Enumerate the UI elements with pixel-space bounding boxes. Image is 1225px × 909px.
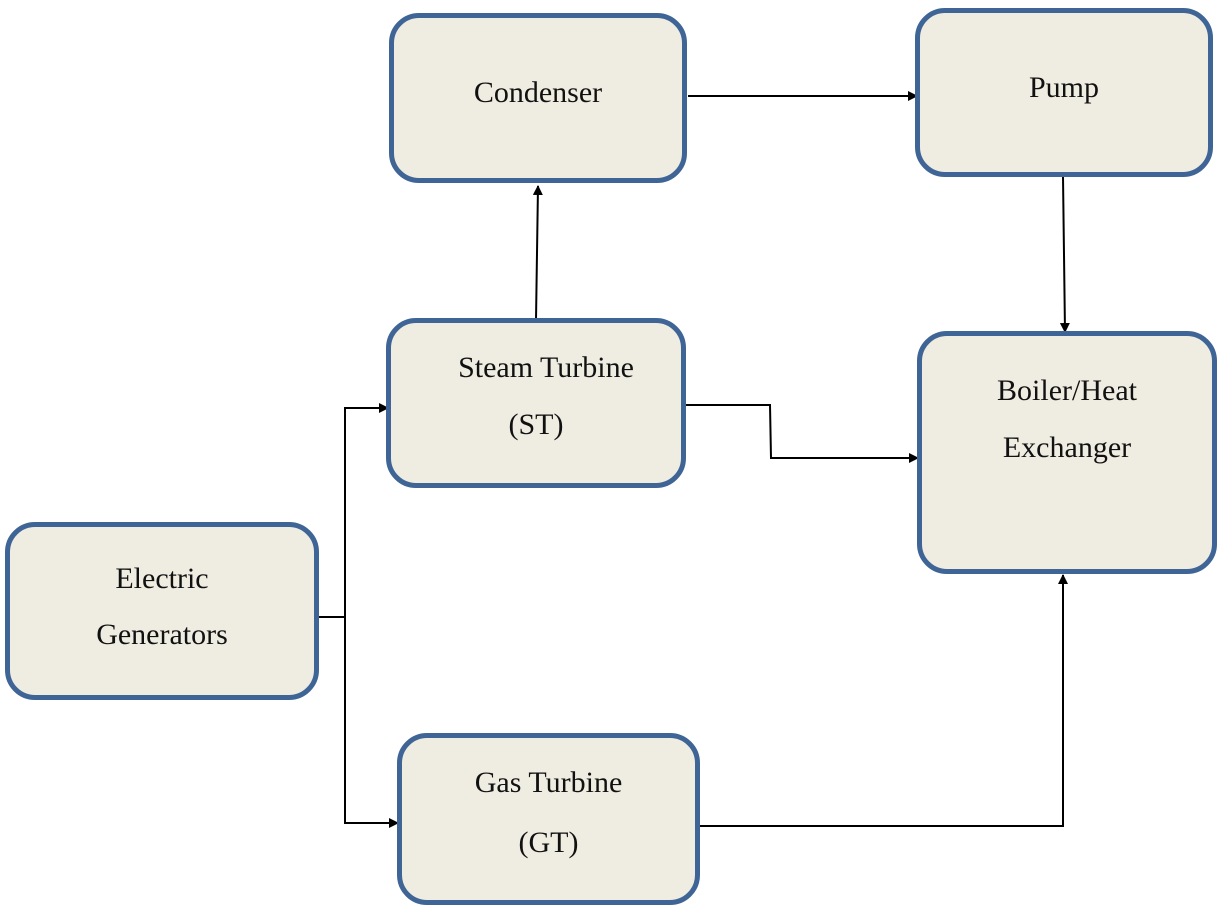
pump-box: Pump — [915, 8, 1213, 177]
arrow-generators-to-steam-turbine — [318, 403, 389, 618]
arrow-pump-to-boiler — [1059, 176, 1070, 333]
condenser-box: Condenser — [389, 13, 687, 183]
boiler-label-line2: Exchanger — [1002, 431, 1132, 464]
steam-turbine-label-line2: (ST) — [508, 408, 564, 441]
boiler-heat-exchanger-box: Boiler/Heat Exchanger — [917, 331, 1217, 574]
arrow-generators-to-gas-turbine — [344, 617, 399, 828]
gas-turbine-label-line2: (GT) — [518, 826, 579, 859]
electric-generators-label-line1: Electric — [115, 562, 209, 595]
condenser-label: Condenser — [473, 76, 603, 109]
gas-turbine-label-line1: Gas Turbine — [474, 766, 623, 799]
boiler-label-line1: Boiler/Heat — [997, 374, 1137, 407]
electric-generators-box: Electric Generators — [5, 522, 319, 700]
steam-turbine-label-line1: Steam Turbine — [458, 351, 634, 384]
arrow-steam-turbine-to-boiler — [686, 404, 919, 463]
pump-label: Pump — [1028, 71, 1100, 104]
gas-turbine-box: Gas Turbine (GT) — [397, 733, 700, 905]
arrow-steam-turbine-to-condenser — [532, 185, 543, 321]
steam-turbine-box: Steam Turbine (ST) — [386, 318, 686, 488]
arrow-gas-turbine-to-boiler — [700, 574, 1068, 827]
electric-generators-label-line2: Generators — [96, 618, 228, 651]
